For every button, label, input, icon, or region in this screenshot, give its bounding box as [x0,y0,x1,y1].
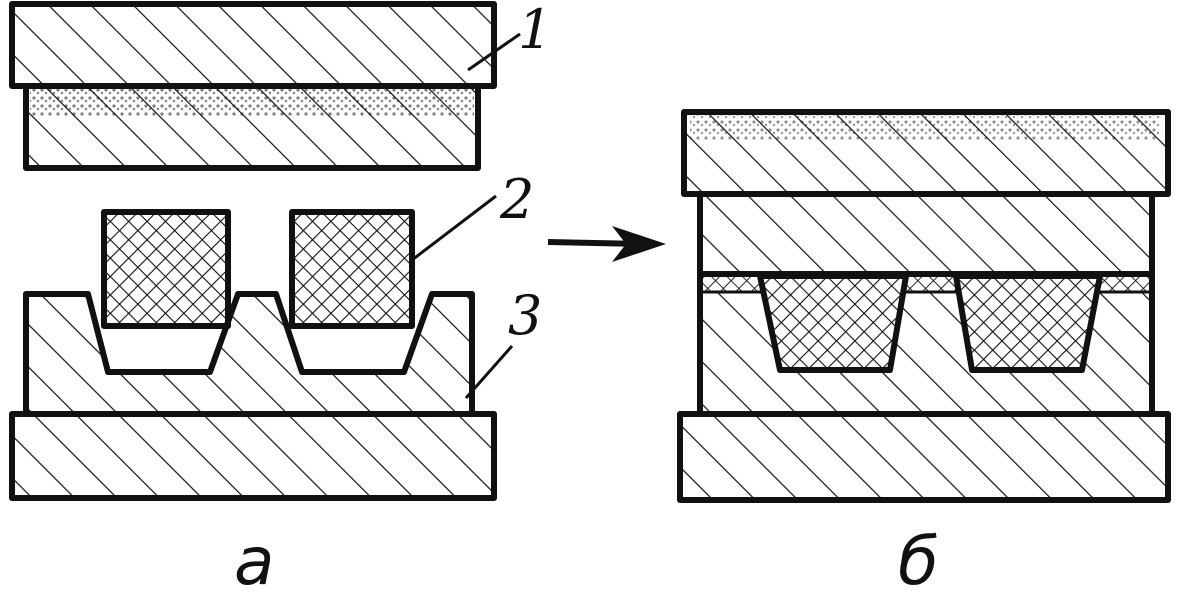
stage-b: б [677,109,1171,600]
upper-plate-b [681,109,1171,197]
caption-b: б [898,523,939,600]
leader-lines [411,32,521,399]
blank-right [289,209,415,329]
blank-left [101,209,231,329]
base-plate-b [677,411,1171,503]
right-arrow-icon [547,226,666,262]
upper-punch-b [697,191,1155,277]
stage-a: 1 2 3 а [9,0,552,600]
callout-label-3: 3 [508,284,542,347]
molded-part-left [757,273,909,373]
molded-part-right [953,273,1103,373]
upper-punch-a [23,83,481,171]
callout-label-2: 2 [499,168,534,231]
lower-die-a [23,291,475,417]
upper-plate-a [9,1,497,89]
base-plate-a [9,411,497,501]
callout-label-1: 1 [518,0,552,61]
caption-a: а [234,523,274,600]
